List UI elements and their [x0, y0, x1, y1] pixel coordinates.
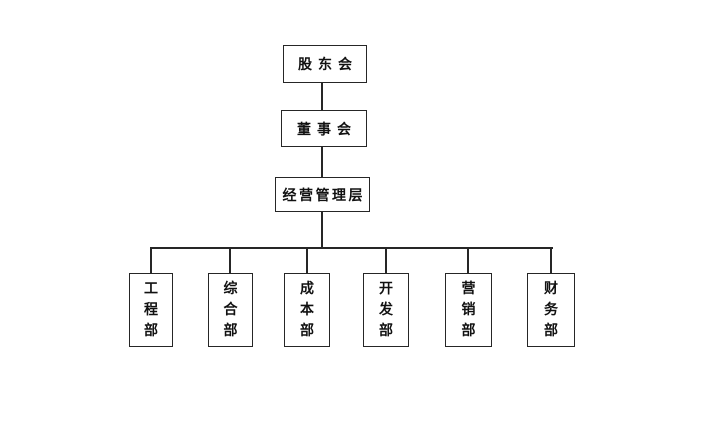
org-node-label: 经营管理层	[282, 188, 365, 204]
org-node-dept-engineering: 工程部	[129, 273, 173, 347]
connector-drop-marketing	[467, 248, 469, 274]
org-node-shareholders: 股东会	[283, 45, 367, 83]
org-node-dept-development: 开发部	[363, 273, 409, 347]
connector-drop-cost	[306, 248, 308, 274]
connector-drop-engineering	[150, 248, 152, 274]
org-node-dept-general-affairs: 综合部	[208, 273, 253, 347]
org-node-dept-cost: 成本部	[284, 273, 330, 347]
org-node-label: 董事会	[297, 122, 357, 138]
connector-shareholders-board	[321, 83, 323, 111]
org-node-label: 股东会	[298, 58, 358, 73]
connector-drop-development	[385, 248, 387, 274]
connector-horizontal-bus	[150, 247, 553, 249]
org-node-label: 综合部	[223, 281, 238, 339]
org-node-label: 工程部	[144, 281, 158, 339]
connector-management-bus	[321, 212, 323, 249]
org-node-management: 经营管理层	[275, 177, 370, 212]
org-node-dept-finance: 财务部	[527, 273, 575, 347]
org-node-board: 董事会	[281, 110, 367, 147]
connector-board-management	[321, 147, 323, 178]
org-node-label: 成本部	[300, 281, 314, 339]
org-node-label: 营销部	[461, 281, 476, 339]
connector-drop-general-affairs	[229, 248, 231, 274]
org-node-dept-marketing: 营销部	[445, 273, 492, 347]
org-node-label: 开发部	[379, 281, 393, 339]
connector-drop-finance	[550, 248, 552, 274]
org-node-label: 财务部	[544, 281, 558, 339]
